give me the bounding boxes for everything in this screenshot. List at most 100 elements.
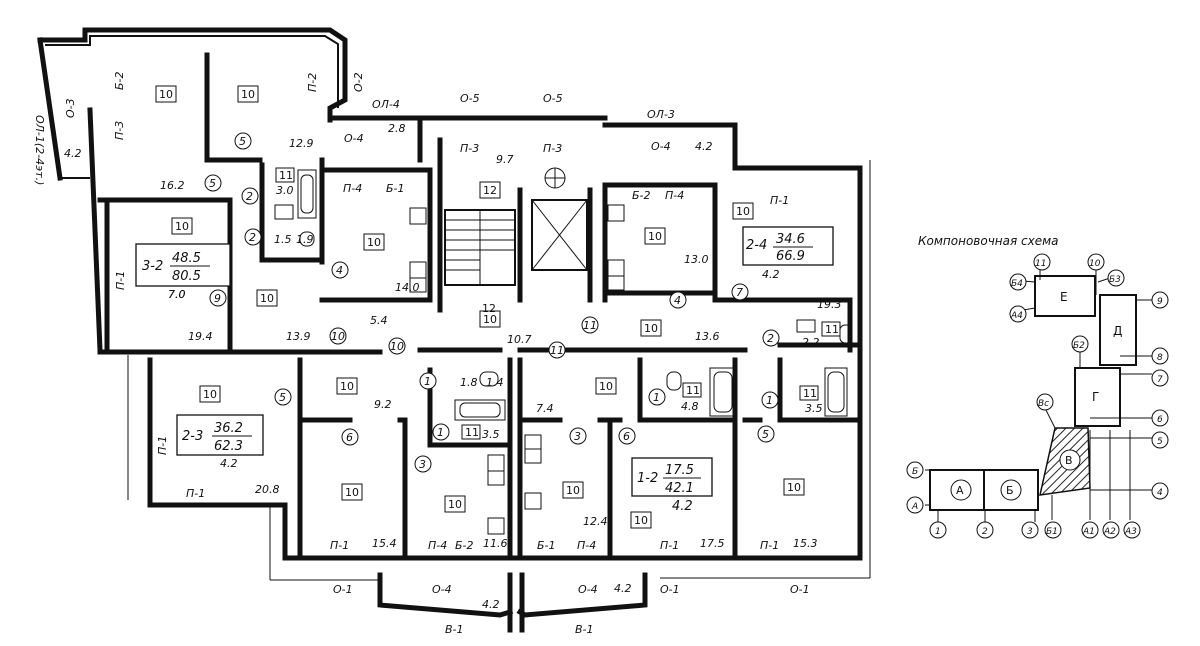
room-tag: 10 (367, 236, 381, 249)
room-tag: 10 (566, 484, 580, 497)
opening-label: П-1 (114, 271, 127, 290)
room-tag: 10 (159, 88, 173, 101)
section-label: Д (1113, 324, 1122, 338)
room-tag: 10 (648, 230, 662, 243)
room-tag: 11 (279, 169, 293, 182)
room-area: 10.7 (507, 333, 532, 346)
room-area: 4.8 (681, 400, 699, 413)
opening-label: П-3 (460, 142, 479, 155)
room-tag: 10 (736, 205, 750, 218)
circle-mark: 5 (239, 135, 246, 148)
room-area: 2.2 (802, 336, 820, 349)
elevator-shaft (531, 167, 588, 271)
circle-mark: 11 (583, 319, 597, 332)
key-plan-title: Компоновочная схема (918, 234, 1059, 248)
apt-living: 48.5 (172, 251, 201, 266)
room-area: 1.9 (296, 233, 314, 246)
apt-extra: 4.2 (220, 457, 238, 470)
circle-mark: 5 (209, 177, 216, 190)
room-area: 13.6 (695, 330, 720, 343)
room-area: 7.4 (536, 402, 554, 415)
apt-total: 80.5 (172, 269, 201, 284)
circle-mark: 1 (653, 391, 660, 404)
circle-mark: 6 (346, 431, 353, 444)
opening-label: О-1 (790, 583, 810, 596)
opening-label: В-1 (445, 623, 464, 636)
apt-total: 42.1 (665, 481, 694, 496)
circle-mark: 7 (736, 286, 743, 299)
opening-label: О-4 (651, 140, 671, 153)
opening-label: П-1 (330, 539, 349, 552)
opening-label: П-1 (660, 539, 679, 552)
section-label: Г (1092, 390, 1099, 404)
circle-mark: 1 (766, 394, 773, 407)
opening-labels: О-3 Б-2 П-3 П-2 О-2 ОЛ-4 О-5 О-5 ОЛ-3 О-… (64, 71, 810, 636)
key-plan: Компоновочная схема Е Д Г В Б А (906, 234, 1169, 539)
dim-label: 4.2 (64, 147, 82, 160)
room-tag: 10 (483, 313, 497, 326)
axis-top-left-label: ОЛ-1(2-4эт.) (33, 115, 46, 185)
room-area: 1.4 (486, 376, 504, 389)
opening-label: О-3 (64, 98, 77, 118)
opening-label: О-4 (344, 132, 364, 145)
opening-label: П-3 (543, 142, 562, 155)
key-axis: Б1 (1046, 527, 1058, 537)
kitchen-stoves (409, 204, 625, 535)
room-area: 16.2 (160, 179, 185, 192)
section-label: Б (1006, 484, 1014, 497)
opening-label: П-2 (306, 73, 319, 92)
circle-mark: 10 (390, 340, 404, 353)
room-area: 5.4 (370, 314, 388, 327)
room-area: 7.0 (168, 288, 186, 301)
opening-label: Б-2 (632, 189, 651, 202)
room-area: 19.4 (188, 330, 213, 343)
dim-label: 4.2 (614, 582, 632, 595)
key-axis: А4 (1010, 311, 1023, 321)
opening-label: П-1 (156, 436, 169, 455)
key-axis: Б (912, 467, 918, 477)
opening-label: ОЛ-3 (647, 108, 675, 121)
room-area: 9.7 (496, 153, 514, 166)
room-area: 13.0 (684, 253, 709, 266)
circle-mark: 10 (331, 330, 345, 343)
circle-mark: 11 (550, 344, 564, 357)
room-tag: 11 (825, 323, 839, 336)
opening-label: П-1 (770, 194, 789, 207)
room-area: 15.3 (793, 537, 818, 550)
key-axis: А1 (1082, 527, 1095, 537)
circle-mark: 9 (214, 292, 221, 305)
opening-label: Б-1 (386, 182, 405, 195)
apt-living: 17.5 (665, 463, 694, 478)
opening-label: П-4 (343, 182, 362, 195)
key-axis: 8 (1157, 353, 1163, 363)
key-axis: 1 (935, 527, 941, 537)
circle-mark: 4 (336, 264, 343, 277)
opening-label: П-4 (665, 189, 684, 202)
room-area: 20.8 (255, 483, 280, 496)
room-tag: 10 (260, 292, 274, 305)
key-axis: 3 (1027, 527, 1033, 537)
circle-mark: 3 (574, 430, 581, 443)
room-area: 3.5 (805, 402, 823, 415)
opening-label: О-4 (578, 583, 598, 596)
opening-label: П-3 (113, 121, 126, 140)
room-tag: 11 (465, 426, 479, 439)
opening-label: П-1 (760, 539, 779, 552)
room-area: 3.0 (276, 184, 294, 197)
internal-walls (97, 52, 863, 561)
room-tag: 12 (483, 184, 497, 197)
opening-label: П-4 (428, 539, 447, 552)
opening-label: О-1 (660, 583, 680, 596)
circle-mark: 4 (674, 294, 681, 307)
key-axis: А (911, 502, 918, 512)
apt-type: 3-2 (142, 259, 163, 274)
key-axis: 9 (1157, 297, 1163, 307)
key-axis: 4 (1157, 488, 1163, 498)
room-tag: 12 (482, 302, 496, 315)
opening-label: О-4 (432, 583, 452, 596)
room-area: 19.3 (817, 298, 842, 311)
apt-type: 1-2 (637, 471, 658, 486)
dim-label: 4.2 (695, 140, 713, 153)
dim-label: 4.2 (482, 598, 500, 611)
